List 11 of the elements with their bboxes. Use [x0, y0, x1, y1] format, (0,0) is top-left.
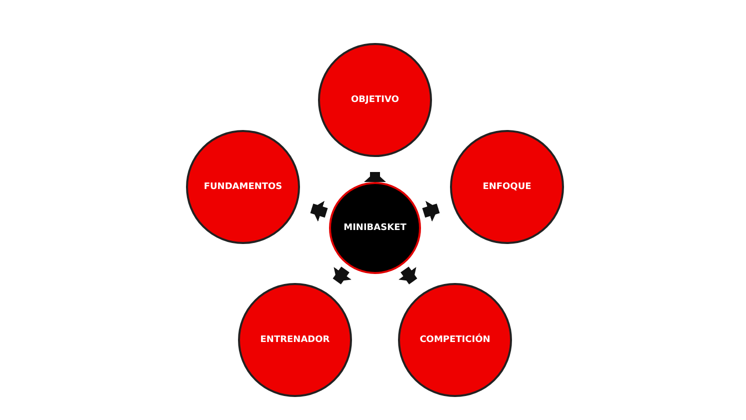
node-label: OBJETIVO	[351, 95, 399, 105]
block-arrow	[364, 172, 386, 182]
node-label: ENTRENADOR	[260, 335, 330, 345]
block-arrow	[332, 266, 352, 284]
node-label: FUNDAMENTOS	[204, 182, 282, 192]
block-arrow	[422, 200, 440, 222]
block-arrow	[398, 266, 418, 284]
node-label: COMPETICIÓN	[420, 335, 490, 345]
node-label: MINIBASKET	[344, 223, 406, 233]
block-arrow	[310, 200, 328, 222]
node-label: ENFOQUE	[482, 182, 532, 192]
